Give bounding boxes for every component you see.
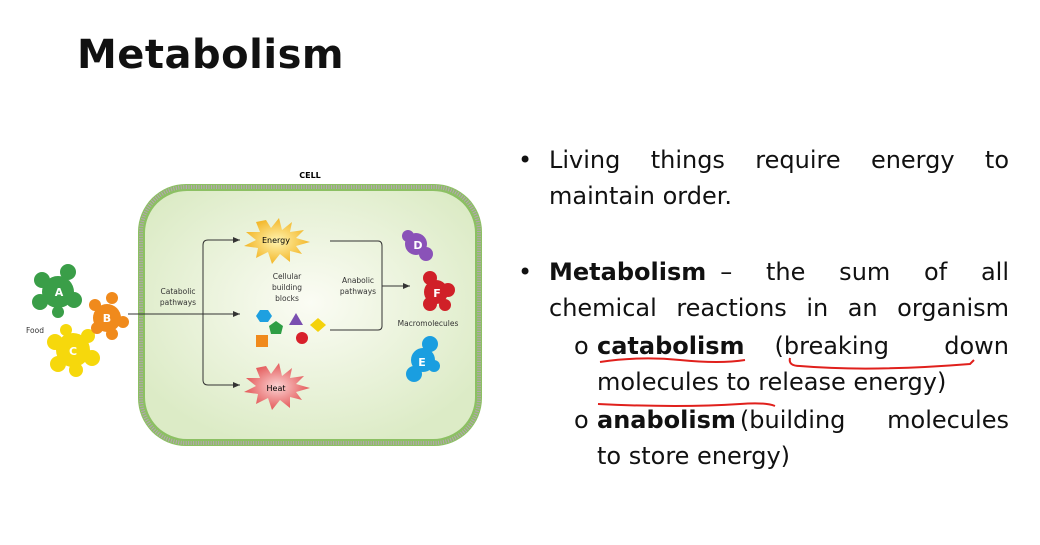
square-block [256,335,268,347]
cell-label: CELL [299,171,321,180]
hexagon-block [256,310,272,322]
catabolism-definition: (breaking down [774,332,1009,360]
energy-burst [244,218,310,264]
food-label: Food [26,326,44,335]
sub-bullet-1-line-1: catabolism (breaking down [597,328,1009,364]
metabolism-term: Metabolism [549,258,707,286]
food-b [89,292,129,340]
macro-d-label: D [413,239,422,252]
metabolism-definition: – the sum of all [720,258,1009,286]
anabolism-term: anabolism [597,406,736,434]
food-b-label: B [103,312,111,325]
macromolecules-label: Macromolecules [398,319,459,328]
bullet-2-line-1: Metabolism – the sum of all [549,254,1009,290]
macro-f-label: F [433,287,441,300]
triangle-block [289,313,303,325]
food-c-label: C [69,345,77,358]
macro-f [423,271,455,311]
bullet-dot: • [518,258,533,286]
sub-bullet-1-line-2: molecules to release energy) [597,368,947,396]
catabolism-term: catabolism [597,332,745,360]
bullet-1-line-2: maintain order. [549,182,733,210]
slide-title: Metabolism [77,32,345,78]
heat-label: Heat [267,384,286,393]
energy-label: Energy [262,236,290,245]
macro-e-label: E [418,356,426,369]
cell-interior [145,191,475,439]
diamond-block [310,318,326,332]
bullet-dot: • [518,146,533,174]
food-c [47,324,100,377]
bullet-2-line-2: chemical reactions in an organism [549,294,1009,322]
macro-d [402,230,433,261]
macro-e [406,336,440,382]
bullet-1-line-1: Living things require energy to [549,146,1009,174]
circle-block [296,332,308,344]
heat-burst [244,363,310,410]
sub-bullet-2-line-2: to store energy) [597,442,791,470]
food-a-label: A [55,286,64,299]
food-a [32,264,82,318]
sub-bullet-2-line-1: anabolism (building molecules [597,402,1009,438]
anabolism-definition: (building molecules [739,406,1009,434]
sub-bullet-marker: o [574,332,589,360]
sub-bullet-marker: o [574,406,589,434]
pentagon-block [269,321,283,334]
